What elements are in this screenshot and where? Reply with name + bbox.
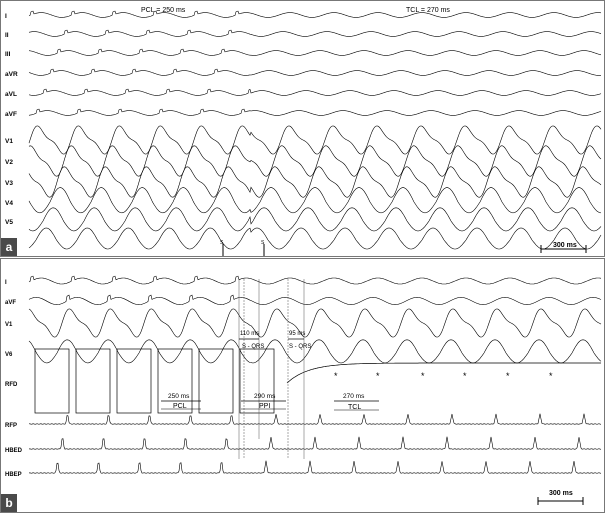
pacing-artifact xyxy=(157,348,193,414)
channel-label: aVF xyxy=(5,300,16,306)
panel-a: IIIIIIaVRaVLaVFV1V2V3V4V5V6 S S PCL = 25… xyxy=(0,0,605,257)
star-marker: * xyxy=(506,371,510,381)
ecg-trace-ii xyxy=(28,29,602,37)
stim-marker-label: S xyxy=(261,240,265,246)
channel-label: V1 xyxy=(5,322,13,328)
pacing-artifact xyxy=(239,348,275,414)
channel-label: RFP xyxy=(5,423,17,429)
ecg-trace-v2 xyxy=(28,145,602,177)
ecg-trace-avl xyxy=(28,88,602,96)
s-qrs-1-label: S - QRS xyxy=(242,344,264,350)
tcl-label: TCL xyxy=(348,404,361,411)
ecg-trace-v6 xyxy=(28,227,602,250)
tcl-label: TCL = 270 ms xyxy=(406,7,450,14)
channel-trace-i xyxy=(28,275,602,285)
lead-label: V3 xyxy=(5,180,13,187)
rfd-recovery-trace xyxy=(286,362,601,384)
ecg-trace-v1 xyxy=(28,125,602,155)
ecg-trace-v4 xyxy=(28,187,602,214)
pcl-value: 250 ms xyxy=(168,393,190,400)
ecg-trace-avf xyxy=(28,108,602,116)
channel-trace-v6 xyxy=(28,339,602,364)
ppi-label: PPI xyxy=(259,403,270,410)
s-qrs-2-label: S - QRS xyxy=(289,344,311,350)
lead-label: V5 xyxy=(5,219,13,226)
pcl-label: PCL = 250 ms xyxy=(141,7,186,14)
channel-label: I xyxy=(5,280,7,286)
channel-label: HBED xyxy=(5,448,23,454)
s-qrs-2-value: 95 ms xyxy=(289,331,305,337)
ecg-trace-v5 xyxy=(28,207,602,232)
lead-label: V2 xyxy=(5,159,13,166)
star-marker: * xyxy=(421,371,425,381)
panel-a-label: a xyxy=(1,238,17,256)
scale-bar-label: 300 ms xyxy=(549,490,573,497)
star-marker: * xyxy=(334,371,338,381)
ecg-trace-iii xyxy=(28,48,602,56)
stim-marker-label: S xyxy=(220,240,224,246)
panel-b-label: b xyxy=(1,494,17,512)
ppi-value: 290 ms xyxy=(254,393,276,400)
pcl-label: PCL xyxy=(173,403,187,410)
pacing-artifact xyxy=(34,348,70,414)
lead-label: aVL xyxy=(5,91,17,98)
channel-label: V6 xyxy=(5,352,13,358)
pacing-artifact xyxy=(198,348,234,414)
lead-label: I xyxy=(5,13,7,20)
s-qrs-1-value: 110 ms xyxy=(240,331,259,337)
lead-label: III xyxy=(5,51,11,58)
lead-label: aVR xyxy=(5,71,18,78)
ecg-trace-v3 xyxy=(28,166,602,198)
lead-label: II xyxy=(5,32,9,39)
channel-trace-v1 xyxy=(28,308,602,338)
scale-bar-label: 300 ms xyxy=(553,242,577,249)
channel-trace-avf xyxy=(28,294,602,305)
channel-label: HBEP xyxy=(5,472,22,478)
pacing-artifact xyxy=(75,348,111,414)
lead-label: V4 xyxy=(5,200,13,207)
star-marker: * xyxy=(376,371,380,381)
channel-label: RFD xyxy=(5,382,18,388)
pacing-artifact xyxy=(116,348,152,414)
panel-a-tracings: IIIIIIaVRaVLaVFV1V2V3V4V5V6 S S PCL = 25… xyxy=(5,7,602,256)
lead-label: V1 xyxy=(5,138,13,145)
star-marker: * xyxy=(463,371,467,381)
ecg-trace-i xyxy=(28,10,602,18)
channel-trace-hbep xyxy=(28,460,602,474)
tcl-value: 270 ms xyxy=(343,393,365,400)
star-marker: * xyxy=(549,371,553,381)
lead-label: aVF xyxy=(5,111,17,118)
channel-trace-rfp xyxy=(29,413,602,425)
channel-trace-hbed xyxy=(28,436,602,450)
ecg-trace-avr xyxy=(28,68,602,76)
